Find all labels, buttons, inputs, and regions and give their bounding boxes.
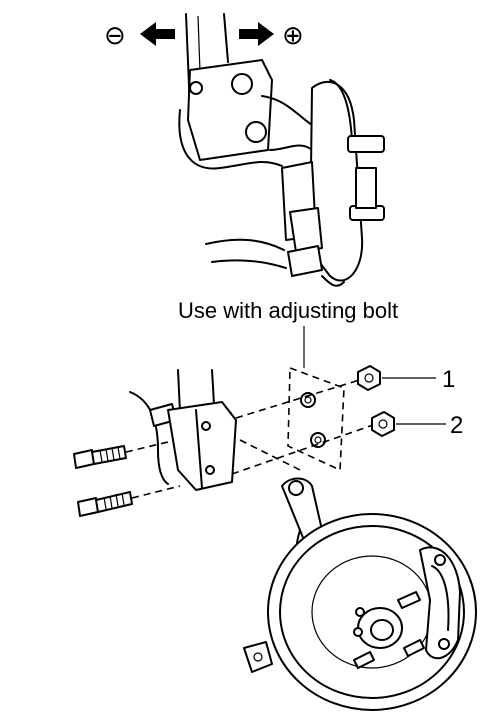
callout-1-number: 1 bbox=[442, 366, 455, 393]
arrow-right-icon bbox=[239, 22, 274, 46]
nut-1 bbox=[357, 365, 381, 391]
arrow-left-icon bbox=[140, 22, 175, 46]
minus-symbol: ⊖ bbox=[104, 21, 126, 51]
callout-2-number: 2 bbox=[450, 412, 463, 439]
upper-bolt bbox=[73, 445, 127, 469]
nut-2 bbox=[371, 411, 395, 437]
callout-2: 2 bbox=[396, 412, 463, 439]
cam-plate bbox=[287, 366, 345, 472]
lower-bolt bbox=[77, 491, 133, 517]
assembly-lines bbox=[125, 377, 377, 499]
plus-symbol: ⊕ bbox=[282, 21, 304, 51]
knuckle-and-disc bbox=[243, 477, 477, 711]
assembled-strut-view bbox=[178, 13, 385, 287]
direction-indicator: ⊖ ⊕ bbox=[104, 21, 304, 51]
adjusting-bolt-caption: Use with adjusting bolt bbox=[178, 298, 398, 323]
exploded-strut-view bbox=[129, 369, 237, 491]
callout-1: 1 bbox=[382, 366, 455, 393]
